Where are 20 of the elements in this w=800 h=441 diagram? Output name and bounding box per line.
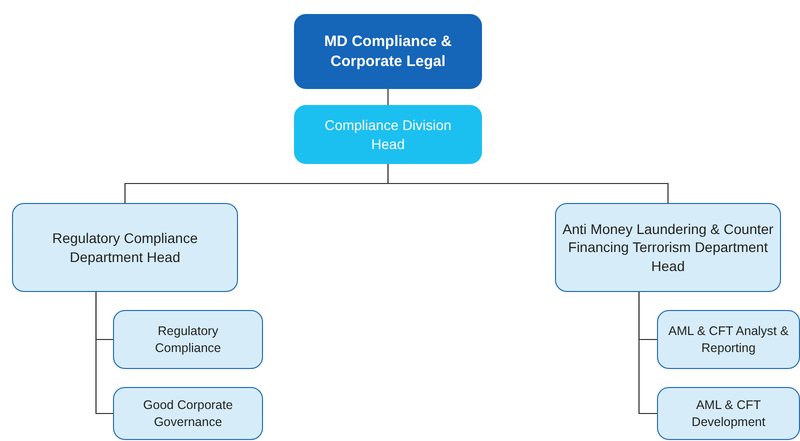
role-title: AML & CFT Analyst & Reporting (667, 323, 790, 356)
connector-line (387, 164, 669, 203)
unit-box (657, 310, 800, 369)
role-title: Regulatory Compliance Department Head (51, 229, 199, 266)
connector-line (387, 89, 389, 105)
role-title: Regulatory Compliance (154, 323, 222, 356)
department-box (555, 203, 781, 292)
connector-line (95, 292, 113, 414)
executive-box (294, 14, 482, 89)
role-title: AML & CFT Development (690, 397, 766, 430)
department-box (12, 203, 238, 292)
unit-box (113, 310, 263, 369)
role-title: Good Corporate Governance (142, 397, 234, 430)
role-title: Anti Money Laundering & Counter Financing Terrorism Department Head (562, 220, 774, 275)
connector-line (638, 292, 657, 414)
unit-box (657, 387, 800, 440)
unit-box (113, 387, 263, 440)
role-title: Compliance Division Head (324, 116, 452, 153)
role-title: MD Compliance & Corporate Legal (323, 32, 453, 71)
division-box (294, 105, 482, 164)
